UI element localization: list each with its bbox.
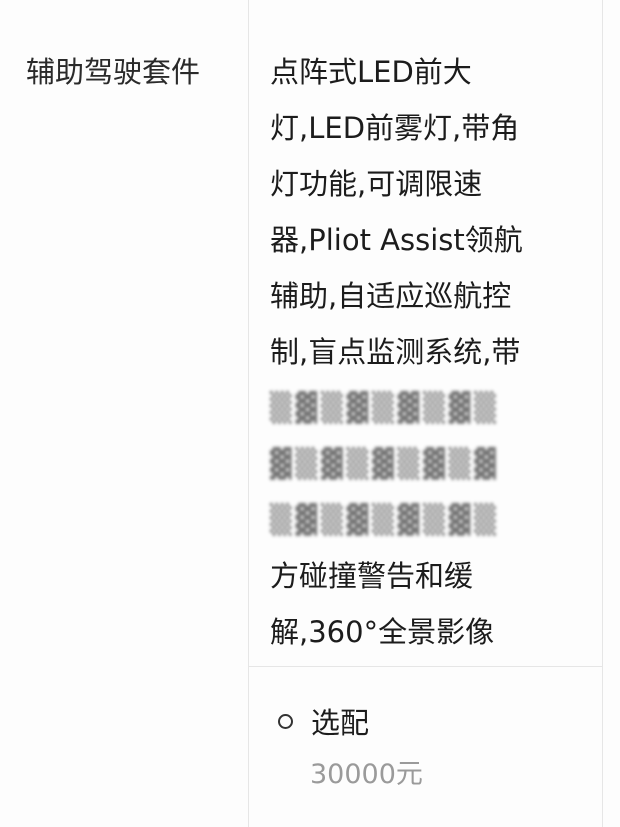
description-line: 解,360°全景影像: [270, 615, 495, 649]
feature-label: 辅助驾驶套件: [26, 55, 201, 89]
description-line: 灯,LED前雾灯,带角: [270, 111, 520, 145]
description-line: 灯功能,可调限速: [270, 167, 483, 201]
feature-description: 点阵式LED前大 灯,LED前雾灯,带角 灯功能,可调限速 器,Pliot As…: [270, 44, 570, 660]
description-line: 制,盲点监测系统,带: [270, 335, 521, 369]
option-label: 选配: [311, 706, 370, 740]
redacted-line: ▓▒▓▒▓▒▓▒▓: [270, 447, 500, 480]
description-line: 方碰撞警告和缓: [270, 559, 474, 593]
radio-circle-icon[interactable]: [278, 713, 293, 729]
description-line: 点阵式LED前大: [270, 55, 472, 89]
description-line: 器,Pliot Assist领航: [270, 223, 523, 257]
table-divider-right: [602, 0, 603, 827]
description-line: 辅助,自适应巡航控: [270, 279, 512, 313]
option-price: 30000元: [310, 759, 423, 790]
table-divider-left: [248, 0, 249, 827]
redacted-line: ▒▓▒▓▒▓▒▓▒: [270, 391, 500, 424]
optional-package-option[interactable]: 选配: [278, 700, 369, 742]
row-divider: [248, 666, 602, 667]
redacted-line: ▒▓▒▓▒▓▒▓▒: [270, 503, 500, 536]
